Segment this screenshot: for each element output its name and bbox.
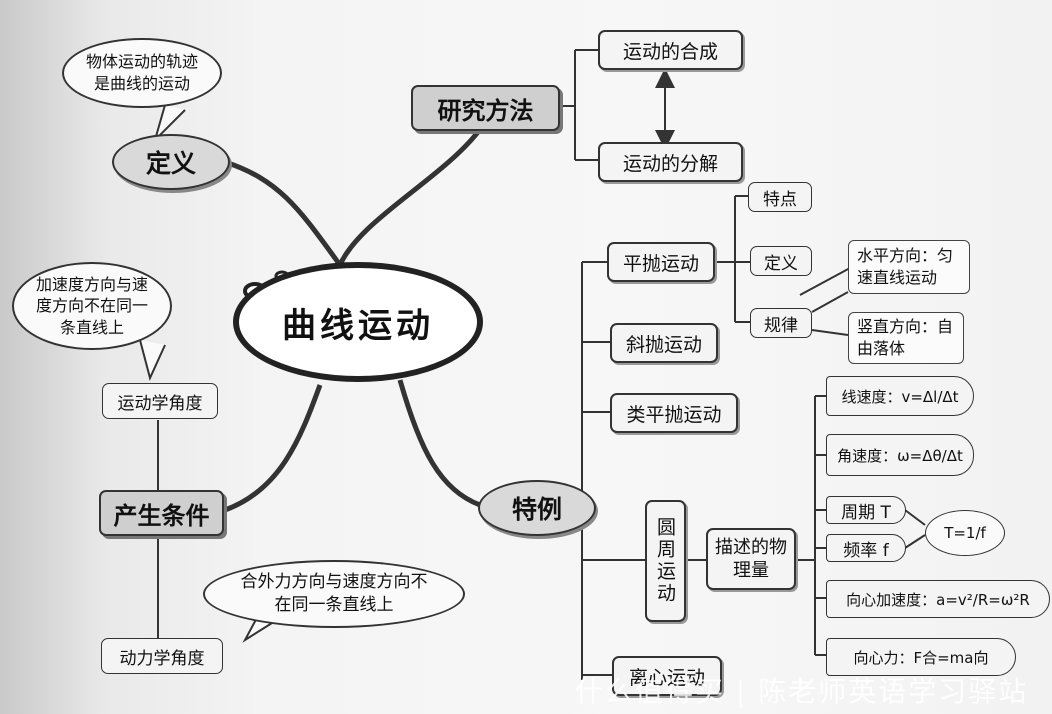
- centrifugal-node: 离心运动: [612, 656, 722, 696]
- link-projectile-items: [715, 195, 750, 323]
- projectile-definition: 定义: [750, 246, 812, 276]
- linear-speed-label: 线速度：v=Δl/Δt: [841, 387, 959, 406]
- rule-horizontal-note: 水平方向：匀速直线运动: [848, 240, 970, 294]
- projectile-features-label: 特点: [763, 189, 797, 210]
- centripetal-force-label: 向心力：F合=ma向: [853, 648, 989, 667]
- special-label: 特例: [511, 495, 562, 524]
- link-period-frequency: [904, 509, 926, 549]
- projectile-node: 平抛运动: [607, 242, 715, 282]
- rule-vertical-text: 竖直方向：自由落体: [857, 317, 954, 358]
- frequency-label: 频率 f: [843, 540, 889, 561]
- quasi-node: 类平抛运动: [610, 393, 738, 433]
- angular-speed-label: 角速度：ω=Δθ/Δt: [837, 446, 963, 465]
- period-frequency-label: T=1/f: [944, 524, 986, 542]
- condition-label: 产生条件: [113, 501, 210, 530]
- centripetal-force: 向心力：F合=ma向: [826, 638, 1016, 676]
- kinematics-label: 运动学角度: [117, 393, 203, 414]
- rule-vertical-note: 竖直方向：自由落体: [848, 312, 964, 364]
- dynamics-bubble-text: 合外力方向与速度方向不在同一条直线上: [240, 572, 428, 615]
- kinematics-node: 运动学角度: [102, 383, 218, 419]
- watermark-text: 什么值得买 | 陈老师英语学习驿站: [575, 675, 1029, 708]
- projectile-rules: 规律: [750, 308, 812, 338]
- projectile-definition-label: 定义: [764, 253, 798, 274]
- tail-kinematics-bubble: [139, 339, 166, 381]
- describe-node: 描述的物理量: [706, 528, 796, 590]
- circular-node: 圆周运动: [645, 500, 686, 622]
- link-center-methods: [337, 130, 480, 267]
- method-decomposition-label: 运动的分解: [622, 152, 718, 175]
- period-frequency-relation: T=1/f: [925, 510, 1005, 556]
- link-rules-notes: [811, 291, 849, 336]
- period-label: 周期 T: [841, 502, 891, 523]
- method-synthesis-label: 运动的合成: [622, 40, 718, 63]
- link-center-special: [397, 379, 481, 508]
- angular-speed: 角速度：ω=Δθ/Δt: [826, 434, 974, 476]
- center-label: 曲线运动: [282, 305, 434, 346]
- link-circular-items: [686, 395, 826, 656]
- describe-label: 描述的物理量: [715, 536, 787, 581]
- center-topic: 曲线运动: [233, 262, 483, 382]
- definition-node: 定义: [112, 134, 230, 190]
- quasi-label: 类平抛运动: [626, 403, 722, 426]
- methods-node: 研究方法: [411, 85, 560, 131]
- definition-bubble-text: 物体运动的轨迹是曲线的运动: [85, 52, 198, 93]
- rule-horizontal-text: 水平方向：匀速直线运动: [857, 246, 954, 287]
- definition-bubble: 物体运动的轨迹是曲线的运动: [62, 38, 222, 108]
- centrifugal-label: 离心运动: [628, 666, 705, 689]
- special-node: 特例: [478, 480, 596, 536]
- condition-node: 产生条件: [99, 490, 224, 536]
- method-decomposition: 运动的分解: [598, 142, 743, 182]
- link-methods-items: [560, 49, 598, 161]
- linear-speed: 线速度：v=Δl/Δt: [826, 376, 974, 416]
- oblique-label: 斜抛运动: [625, 333, 702, 356]
- projectile-rules-label: 规律: [764, 315, 798, 336]
- definition-label: 定义: [145, 149, 196, 178]
- projectile-label: 平抛运动: [622, 252, 699, 275]
- methods-label: 研究方法: [437, 96, 534, 125]
- frequency-node: 频率 f: [826, 534, 906, 562]
- dynamics-label: 动力学角度: [119, 648, 205, 669]
- method-synthesis: 运动的合成: [598, 30, 743, 70]
- link-center-definition: [224, 159, 343, 267]
- dynamics-node: 动力学角度: [101, 638, 223, 674]
- centripetal-acc: 向心加速度：a=v²/R=ω²R: [826, 580, 1050, 618]
- link-center-condition: [224, 384, 323, 513]
- kinematics-bubble-text: 加速度方向与速度方向不在同一条直线上: [36, 274, 149, 337]
- projectile-features: 特点: [748, 182, 812, 212]
- centripetal-acc-label: 向心加速度：a=v²/R=ω²R: [846, 590, 1030, 609]
- kinematics-bubble: 加速度方向与速度方向不在同一条直线上: [12, 262, 172, 350]
- dynamics-bubble: 合外力方向与速度方向不在同一条直线上: [203, 560, 465, 628]
- oblique-node: 斜抛运动: [610, 323, 718, 363]
- circular-label: 圆周运动: [654, 517, 676, 605]
- period-node: 周期 T: [826, 496, 906, 524]
